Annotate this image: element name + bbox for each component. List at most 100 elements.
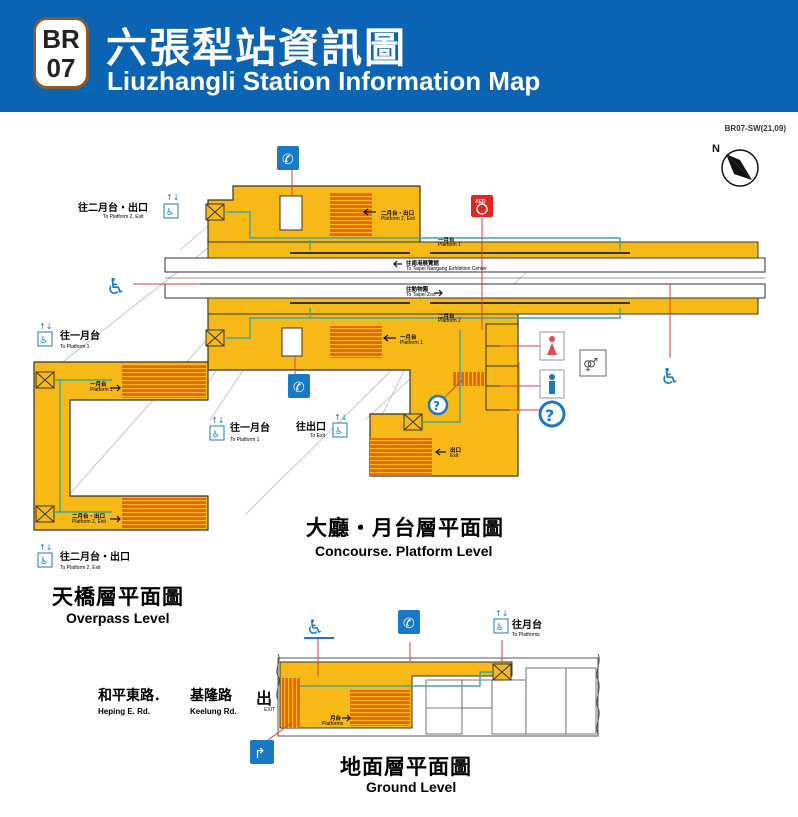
svg-text:↱: ↱ — [254, 746, 266, 762]
connector-lines — [133, 170, 671, 411]
platform-edge-marks — [290, 252, 630, 304]
svg-text:✆: ✆ — [293, 380, 305, 396]
route-lines — [226, 211, 621, 423]
to-nangang-label-en: To Taipei Nangang Exhibition Center — [406, 266, 487, 272]
platform1-lower: 一月台 — [400, 333, 417, 341]
svg-text:♿: ♿ — [306, 615, 324, 639]
svg-text:↑↓: ↑↓ — [39, 322, 52, 331]
exit-sign: 出 EXIT — [256, 689, 275, 713]
overpass-route — [54, 379, 112, 513]
platform2-exit-upper: 二月台・出口 — [381, 209, 414, 217]
svg-text:♿: ♿ — [106, 275, 126, 300]
overpass-platform1: 一月台 — [90, 380, 107, 388]
elevator-sign-icon: ↑↓ ♿ — [163, 193, 179, 219]
overpass-title-en: Overpass Level — [66, 610, 170, 626]
platform2-label: 二月台 — [438, 312, 455, 320]
overpass-to-platform1: 往一月台 — [60, 329, 100, 342]
svg-text:⚤: ⚤ — [583, 358, 598, 373]
upper-stairs — [330, 192, 372, 236]
to-exit-label: 往出口 — [296, 420, 326, 433]
exit-stairs — [370, 438, 432, 476]
ground-title-en: Ground Level — [366, 779, 456, 795]
page-title-zh: 六張犁站資訊圖 — [106, 24, 407, 72]
svg-text:↑↓: ↑↓ — [495, 609, 508, 618]
svg-text:♿: ♿ — [40, 336, 48, 346]
concourse-escalator — [452, 372, 490, 386]
upper-void — [279, 195, 303, 231]
platform2-exit-upper-en: Platform 2, Exit — [381, 216, 416, 222]
to-platform2-exit-label: 往二月台・出口 — [78, 201, 148, 214]
svg-text:↑↓: ↑↓ — [211, 416, 224, 425]
station-number: 07 — [46, 53, 76, 83]
to-zoo-label-en: To Taipei Zoo — [406, 292, 436, 298]
compass-icon: N — [712, 143, 759, 187]
elevator-sign-icon: ↑↓ ♿ — [493, 609, 509, 634]
overpass-to-platform1-en: To Platform 1 — [60, 344, 90, 350]
map-code: BR07-SW(21,09) — [724, 124, 786, 133]
overpass-level: 一月台 Platform 1 二月台・出口 Platform 2, Exit 往… — [33, 322, 209, 626]
ground-to-platforms: 往月台 — [512, 618, 542, 631]
ground-platform-label: 月台 — [329, 714, 342, 722]
svg-text:♿: ♿ — [660, 365, 680, 390]
road-keelung: 基隆路 — [190, 687, 233, 704]
track-2 — [164, 283, 766, 299]
to-platform2-exit-label-en: To Platform 2, Exit — [103, 214, 144, 220]
ground-to-platforms-en: To Platforms — [512, 632, 540, 638]
elevator-sign-icon: ↑↓ ♿ — [37, 322, 53, 347]
exit-sign-en: EXIT — [264, 707, 275, 713]
road-keelung-en: Keelung Rd. — [190, 707, 237, 716]
ground-platform-label-en: Platforms — [322, 721, 344, 727]
platform1-label-en: Platform 1 — [438, 242, 461, 248]
to-platform1-label: 往一月台 — [230, 421, 270, 434]
elevator-sign-icon: ↑↓ ♿ — [37, 543, 53, 568]
overpass-platform2-exit: 二月台・出口 — [72, 512, 105, 520]
restroom-male-icon — [539, 369, 565, 399]
ground-route — [300, 671, 493, 687]
concourse-title: 大廳・月台層平面圖 — [306, 516, 504, 540]
platform-1-strip — [207, 241, 759, 259]
restroom-block — [485, 323, 519, 411]
page-title-en: Liuzhangli Station Information Map — [107, 66, 541, 96]
road-heping-en: Heping E. Rd. — [98, 707, 150, 716]
header-banner: BR 07 六張犁站資訊圖 Liuzhangli Station Informa… — [0, 0, 798, 112]
ground-connectors — [267, 638, 503, 741]
restroom-female-icon — [539, 331, 565, 361]
phone-icon: ✆ — [288, 374, 310, 398]
lower-stairs — [330, 326, 382, 358]
overpass-platform1-en: Platform 1 — [90, 387, 113, 393]
wheelchair-icon: ♿ — [660, 365, 680, 390]
lower-void — [281, 327, 303, 357]
overpass-stairs-2 — [122, 498, 206, 528]
taxi-icon: ↱ — [250, 740, 274, 764]
svg-text:↑↓: ↑↓ — [39, 543, 52, 552]
svg-text:✆: ✆ — [282, 152, 294, 168]
elevator-sign-icon: ↑↓ ♿ — [332, 413, 348, 438]
platform1-lower-en: Platform 1 — [400, 340, 423, 346]
svg-text:♿: ♿ — [40, 557, 48, 567]
line-code: BR — [42, 24, 80, 54]
concourse-title-en: Concourse. Platform Level — [315, 543, 492, 559]
wheelchair-icon: ♿ — [106, 275, 126, 300]
exit-label: 出口 — [450, 446, 461, 454]
overpass-stairs-1 — [122, 364, 206, 398]
overpass-to-platform2-exit: 往二月台・出口 — [60, 550, 130, 563]
info-icon: ? — [427, 394, 449, 416]
phone-icon: ✆ — [398, 610, 420, 634]
aed-label: AED — [475, 199, 486, 205]
svg-text:↑↓: ↑↓ — [334, 413, 347, 422]
ground-title: 地面層平面圖 — [340, 755, 472, 779]
to-exit-label-en: To Exit — [310, 433, 326, 439]
info-icon: ? — [538, 400, 566, 428]
platform1-label: 一月台 — [438, 236, 455, 244]
wheelchair-icon: ♿ — [304, 615, 334, 639]
station-map: 一月台 Platform 1 二月台 Platform 2 二月台・出口 Pla… — [33, 143, 766, 795]
ground-level: 月台 Platforms ♿ ✆ ↱ ↑↓ ♿ 往月台 To Platforms… — [98, 609, 600, 795]
aed-icon: AED — [471, 195, 493, 217]
svg-text:♿: ♿ — [212, 430, 220, 440]
road-heping: 和平東路． — [98, 687, 168, 704]
exit-sign-zh: 出 — [256, 689, 272, 708]
ground-entrance-stairs — [282, 678, 300, 728]
svg-text:♿: ♿ — [335, 427, 343, 437]
compass-north-label: N — [712, 143, 720, 155]
platform2-label-en: Platform 2 — [438, 318, 461, 324]
